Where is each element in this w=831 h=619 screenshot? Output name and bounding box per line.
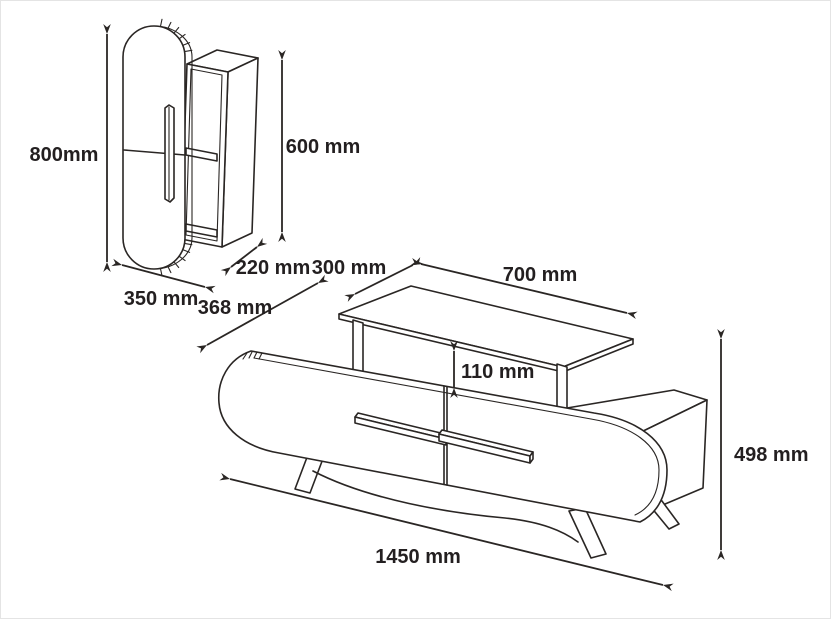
cabinet-middle-shelf [185,147,218,162]
dim-label-shelf-depth: 300 mm [312,257,387,279]
body-cap-hatching [242,351,263,360]
dim-label-shelf-clearance: 110 mm [461,361,534,383]
dim-label-shelf-width: 700 mm [503,264,578,286]
lower-handle-end [529,451,534,464]
dim-stand-height: 498 mm [717,329,809,560]
cabinet-door-front [122,25,186,270]
dim-shelf-width: 700 mm [410,257,638,320]
dim-cabinet-door-height: 600 mm [278,50,361,242]
cabinet-door-handle [164,104,175,203]
stand-body [218,350,668,523]
dim-arrow-cabinet-width [111,258,216,294]
dim-cabinet-width: 350 mm [111,258,216,310]
dim-label-cabinet-width: 350 mm [124,288,199,310]
dimensions: 800mm 600 mm 350 mm 220 mm 300 mm 368 mm… [30,24,809,592]
dim-arrow-stand-width [219,472,674,592]
upper-handle-front [354,416,447,446]
dim-shelf-clearance: 110 mm [450,341,534,398]
dim-cabinet-height: 800mm [30,24,111,272]
tv-stand [218,285,708,559]
dim-stand-depth: 368 mm [196,274,329,354]
dim-label-cabinet-height: 800mm [30,144,99,166]
dim-cabinet-depth: 220 mm [220,237,311,279]
dim-label-stand-width: 1450 mm [375,546,461,568]
dim-label-stand-depth: 368 mm [198,297,273,319]
dim-label-cabinet-door-height: 600 mm [286,136,361,158]
cabinet-door [122,18,193,277]
cabinet-box-opening [185,68,223,242]
dim-arrow-cabinet-depth [220,237,268,277]
dim-stand-width: 1450 mm [219,472,674,592]
cabinet-bottom-shelf [185,223,218,238]
shelf-right-support [556,363,568,411]
dim-arrow-shelf-depth [344,257,424,302]
dim-arrow-shelf-width [410,257,638,320]
body-top-inner-edge [253,357,592,420]
cabinet-door-seam [123,149,186,156]
shelf-left-support [352,319,364,374]
dim-shelf-depth: 300 mm [312,257,424,302]
dim-label-stand-height: 498 mm [734,444,809,466]
dim-label-cabinet-depth: 220 mm [236,257,311,279]
front-right-leg [568,507,607,559]
wall-cabinet [122,18,259,277]
body-lower-handle [438,429,534,464]
cabinet-box [180,49,259,248]
dim-arrow-stand-depth [196,274,329,354]
